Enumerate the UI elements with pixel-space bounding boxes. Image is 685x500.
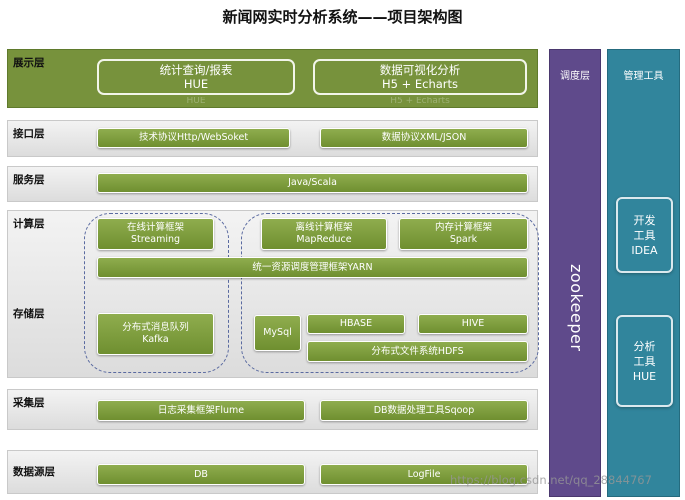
streaming-box: 在线计算框架 Streaming [97, 218, 214, 250]
kafka-box: 分布式消息队列 Kafka [97, 313, 214, 355]
java-scala-box: Java/Scala [97, 173, 528, 193]
hue-report-subtitle: HUE [183, 77, 209, 91]
streaming-title: 在线计算框架 [126, 222, 184, 233]
interface-layer: 接口层 技术协议Http/WebSoket 数据协议XML/JSON [7, 120, 538, 157]
db-box: DB [97, 464, 305, 485]
analysis-tool-line1: 分析 [633, 339, 656, 353]
data-protocol-box: 数据协议XML/JSON [320, 128, 528, 148]
dev-tool-name: IDEA [631, 243, 658, 257]
tech-protocol-box: 技术协议Http/WebSoket [97, 128, 290, 148]
analysis-tool-hue-box: 分析 工具 HUE [616, 315, 673, 407]
display-layer: 展示层 统计查询/报表 HUE HUE 数据可视化分析 H5 + Echarts… [7, 49, 538, 108]
watermark-url: https://blog.csdn.net/qq_28844767 [450, 473, 652, 487]
scheduler-layer-title: 调度层 [560, 71, 590, 82]
kafka-title: 分布式消息队列 [122, 322, 189, 333]
streaming-kafka-group [84, 213, 229, 373]
visualization-title: 数据可视化分析 [379, 63, 461, 77]
hdfs-box: 分布式文件系统HDFS [307, 341, 528, 362]
hive-box: HIVE [418, 314, 528, 334]
kafka-subtitle: Kafka [142, 334, 169, 345]
interface-layer-label: 接口层 [13, 128, 45, 140]
visualization-box: 数据可视化分析 H5 + Echarts [313, 59, 527, 95]
service-layer: 服务层 Java/Scala [7, 166, 538, 202]
spark-subtitle: Spark [449, 234, 478, 245]
diagram-title: 新闻网实时分析系统——项目架构图 [222, 8, 463, 26]
zookeeper-label: zookeeper [567, 264, 586, 352]
analysis-tool-name: HUE [632, 369, 657, 383]
management-tools-column: 管理工具 开发 工具 IDEA 分析 工具 HUE [607, 49, 680, 497]
compute-layer-label: 计算层 [13, 218, 45, 230]
mysql-box: MySql [254, 315, 301, 351]
streaming-subtitle: Streaming [130, 234, 181, 245]
flume-box: 日志采集框架Flume [97, 400, 305, 421]
spark-title: 内存计算框架 [434, 222, 492, 233]
management-tools-title: 管理工具 [623, 71, 664, 82]
mapreduce-box: 离线计算框架 MapReduce [261, 218, 387, 250]
compute-storage-layer: 计算层 存储层 在线计算框架 Streaming 离线计算框架 MapReduc… [7, 210, 539, 378]
scheduler-layer: 调度层 zookeeper [549, 49, 601, 497]
mapreduce-title: 离线计算框架 [295, 222, 353, 233]
collect-layer-label: 采集层 [13, 397, 45, 409]
service-layer-label: 服务层 [13, 174, 45, 186]
storage-layer-label: 存储层 [13, 308, 45, 320]
display-layer-label: 展示层 [13, 57, 45, 69]
dev-tool-line2: 工具 [633, 228, 656, 242]
visualization-subtitle: H5 + Echarts [381, 77, 459, 91]
yarn-box: 统一资源调度管理框架YARN [97, 257, 528, 278]
collect-layer: 采集层 日志采集框架Flume DB数据处理工具Sqoop [7, 389, 538, 430]
analysis-tool-line2: 工具 [633, 354, 656, 368]
hue-report-title: 统计查询/报表 [159, 63, 233, 77]
sqoop-box: DB数据处理工具Sqoop [320, 400, 528, 421]
source-layer-label: 数据源层 [13, 466, 55, 478]
hue-report-reflection: HUE [186, 97, 206, 103]
mapreduce-subtitle: MapReduce [296, 234, 352, 245]
hbase-box: HBASE [307, 314, 405, 334]
dev-tool-line1: 开发 [633, 213, 656, 227]
hue-report-box: 统计查询/报表 HUE [97, 59, 295, 95]
logfile-box: LogFile [320, 464, 528, 485]
hadoop-group [241, 213, 539, 373]
spark-box: 内存计算框架 Spark [399, 218, 528, 250]
dev-tool-idea-box: 开发 工具 IDEA [616, 197, 673, 273]
visualization-reflection: H5 + Echarts [390, 97, 450, 103]
source-layer: 数据源层 DB LogFile [7, 450, 538, 494]
